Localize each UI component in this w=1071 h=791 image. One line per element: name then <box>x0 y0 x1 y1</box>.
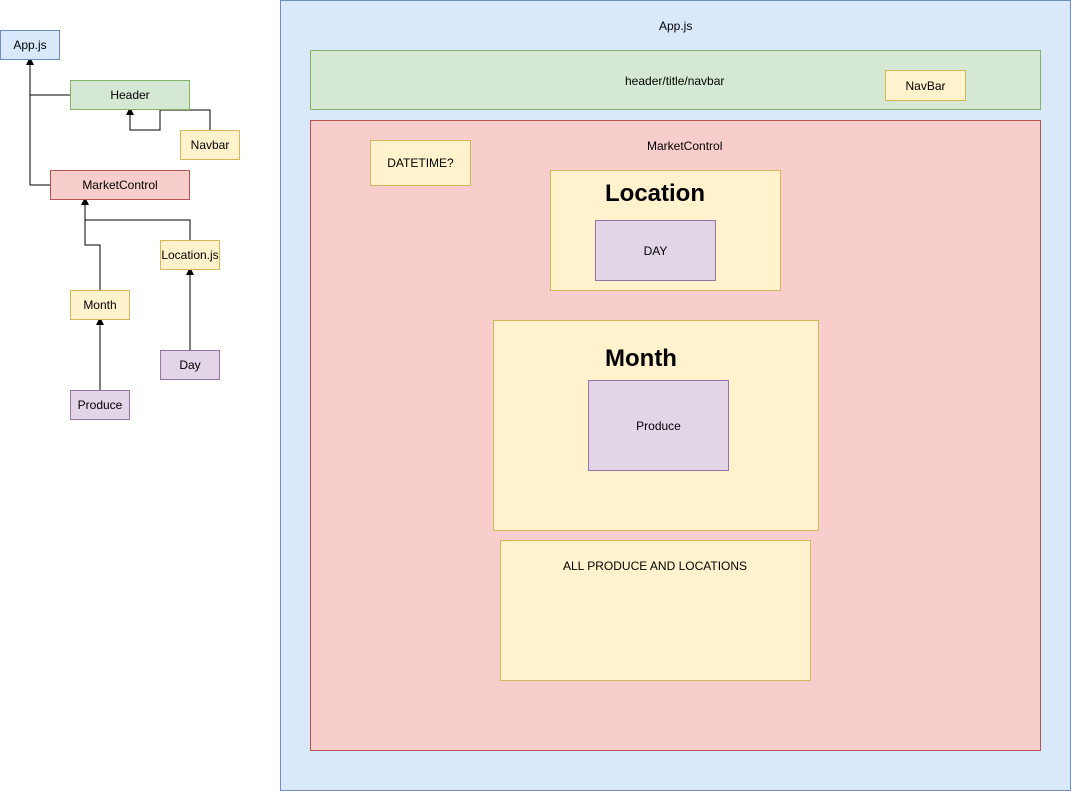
layout-datetime-box: DATETIME? <box>370 140 471 186</box>
tree-node-navbar: Navbar <box>180 130 240 160</box>
tree-node-produce: Produce <box>70 390 130 420</box>
tree-node-app: App.js <box>0 30 60 60</box>
tree-node-location: Location.js <box>160 240 220 270</box>
layout-app-label: App.js <box>659 19 693 33</box>
layout-header-label: header/title/navbar <box>625 74 725 88</box>
layout-all-produce-label: ALL PRODUCE AND LOCATIONS <box>563 559 748 573</box>
layout-month-title: Month <box>605 345 677 372</box>
layout-all-produce-box <box>500 540 811 681</box>
layout-navbar: NavBar <box>885 70 966 101</box>
layout-day-label: DAY <box>643 243 668 258</box>
layout-location-title: Location <box>605 180 705 207</box>
tree-node-navbar-label: Navbar <box>190 138 230 152</box>
tree-node-marketcontrol-label: MarketControl <box>82 178 158 192</box>
layout-produce-box: Produce <box>588 380 729 471</box>
tree-node-app-label: App.js <box>13 38 47 52</box>
tree-node-marketcontrol: MarketControl <box>50 170 190 200</box>
tree-node-month-label: Month <box>83 298 117 312</box>
edge-marketcontrol-app <box>29 95 50 186</box>
tree-node-day-label: Day <box>179 358 201 372</box>
tree-connectors <box>26 57 211 390</box>
tree-node-produce-label: Produce <box>77 398 123 412</box>
tree-node-header-label: Header <box>110 88 150 102</box>
layout-datetime-label: DATETIME? <box>387 156 454 170</box>
tree-node-header: Header <box>70 80 190 110</box>
edge-navbar-header <box>126 107 211 131</box>
layout-day-box: DAY <box>595 220 716 281</box>
edge-location-marketcontrol <box>81 197 191 240</box>
edge-month-marketcontrol <box>84 220 101 290</box>
edge-header-app <box>26 57 70 96</box>
tree-node-month: Month <box>70 290 130 320</box>
layout-produce-label: Produce <box>636 418 681 433</box>
tree-node-day: Day <box>160 350 220 380</box>
tree-node-location-label: Location.js <box>161 248 219 262</box>
layout-navbar-label: NavBar <box>905 78 946 93</box>
layout-marketcontrol-label: MarketControl <box>647 139 723 153</box>
